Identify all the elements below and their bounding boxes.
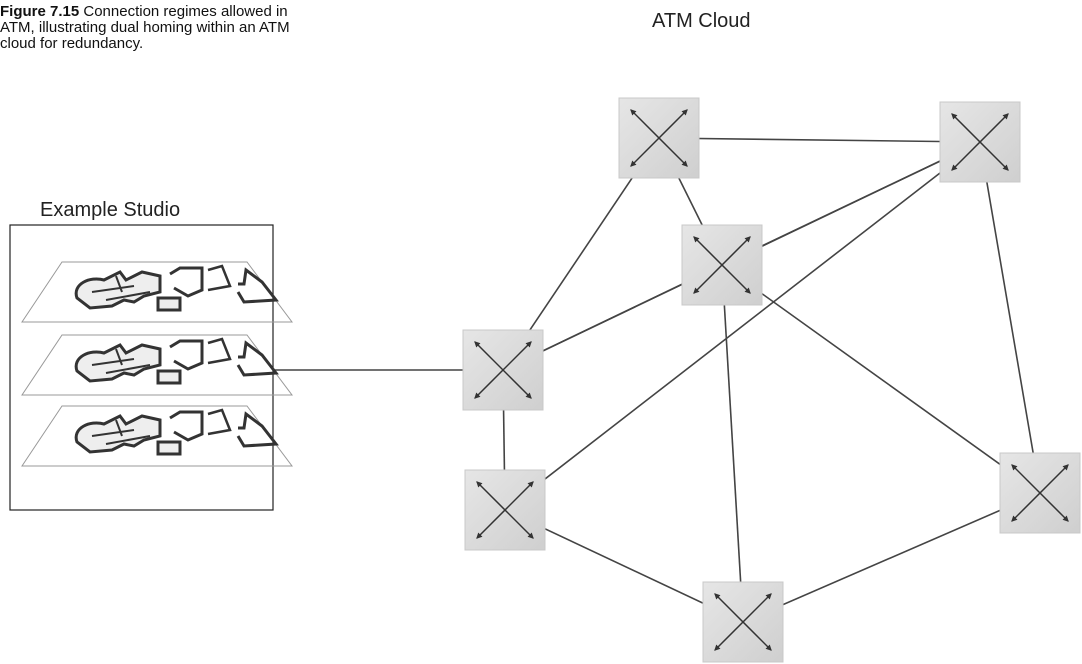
link-sw3-sw6 xyxy=(721,264,1041,494)
link-sw3-sw7 xyxy=(721,264,744,623)
crossover-arrow-icon xyxy=(1011,464,1069,522)
atm-switch-sw4 xyxy=(462,329,544,411)
atm-switch-sw6 xyxy=(999,452,1081,534)
caption-text: Connection regimes allowed in ATM, illus… xyxy=(0,3,290,52)
crossover-arrow-icon xyxy=(951,113,1009,171)
crossover-arrow-icon xyxy=(630,109,688,167)
links-layer xyxy=(273,137,1041,623)
atm-switch-sw2 xyxy=(939,101,1021,183)
link-sw6-sw7 xyxy=(742,492,1041,623)
cloud-label: ATM Cloud xyxy=(652,10,751,32)
atm-switch-sw3 xyxy=(681,224,763,306)
link-sw2-sw5 xyxy=(504,141,981,511)
studio-label: Example Studio xyxy=(40,199,180,221)
figure-number: Figure 7.15 xyxy=(0,3,80,20)
switch-layer xyxy=(462,97,1081,663)
crossover-arrow-icon xyxy=(476,481,534,539)
link-sw1-sw2 xyxy=(658,137,981,143)
crossover-arrow-icon xyxy=(474,341,532,399)
atm-switch-sw1 xyxy=(618,97,700,179)
crossover-arrow-icon xyxy=(693,236,751,294)
link-sw2-sw6 xyxy=(979,141,1041,494)
example-studio: Example Studio xyxy=(9,199,294,511)
crossover-arrow-icon xyxy=(714,593,772,651)
atm-switch-sw5 xyxy=(464,469,546,551)
figure-caption: Figure 7.15 Connection regimes allowed i… xyxy=(0,4,300,52)
atm-switch-sw7 xyxy=(702,581,784,663)
